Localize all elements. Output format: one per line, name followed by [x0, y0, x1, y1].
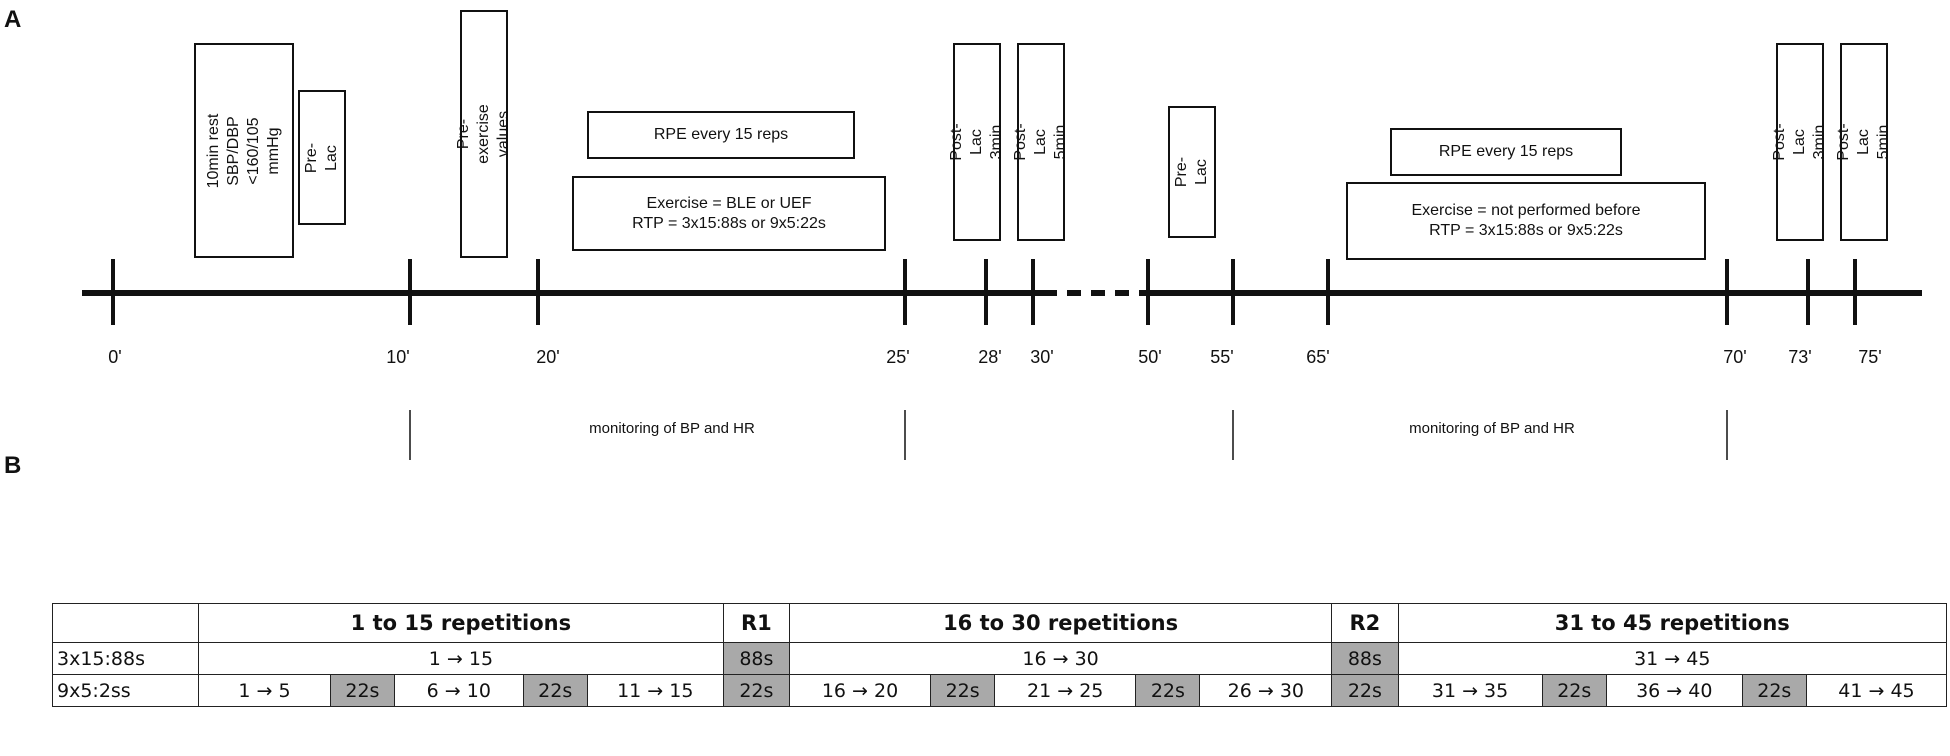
row2-rest-cell: 22s — [722, 674, 791, 707]
table-row-9x5: 9x5:2ss 1 → 5 22s 6 → 10 22s 11 → 15 22s… — [51, 674, 1948, 707]
pre-lac-text-1: Pre-Lac — [303, 142, 340, 173]
rest-box-text: 10min rest SBP/DBP <160/105 mmHg — [205, 113, 282, 188]
row2-rest-cell: 22s — [1541, 674, 1607, 707]
time-label: 70' — [1723, 347, 1747, 367]
row2-cell: 26 → 30 — [1199, 674, 1333, 707]
post-lac-3min-box-2: Post-Lac 3min — [1771, 43, 1828, 241]
row2-rest-cell: 22s — [1741, 674, 1807, 707]
monitoring-label-1: monitoring of BP and HR — [589, 420, 755, 437]
row2-cell: 31 → 35 — [1397, 674, 1543, 707]
row2-rest-cell: 22s — [329, 674, 396, 707]
row2-rest-cell: 22s — [1331, 674, 1399, 707]
time-label: 65' — [1306, 347, 1330, 367]
row1-block-1: 1 → 15 — [198, 642, 724, 675]
exercise-box-1: Exercise = BLE or UEF RTP = 3x15:88s or … — [572, 176, 886, 251]
row2-cell: 21 → 25 — [994, 674, 1137, 707]
time-label: 73' — [1788, 347, 1812, 367]
row2-cell: 11 → 15 — [586, 674, 724, 707]
time-label: 25' — [886, 347, 910, 367]
timeline-ticks — [111, 259, 1857, 325]
time-label: 75' — [1858, 347, 1882, 367]
panel-a-letter: A — [4, 6, 22, 33]
header-rest-2: R2 — [1331, 603, 1399, 643]
row-label-9x5: 9x5:2ss — [51, 674, 200, 707]
timeline-diagram — [82, 259, 1922, 460]
pre-exercise-text: Pre-exercise values — [455, 104, 513, 164]
row2-cell: 1 → 5 — [198, 674, 331, 707]
time-label: 55' — [1210, 347, 1234, 367]
header-group-1: 1 to 15 repetitions — [198, 603, 724, 643]
time-label: 10' — [386, 347, 410, 367]
row2-cell: 6 → 10 — [394, 674, 524, 707]
time-label: 28' — [978, 347, 1002, 367]
header-group-2: 16 to 30 repetitions — [789, 603, 1333, 643]
header-rest-1: R1 — [722, 603, 791, 643]
post-lac-5min-text-2: Post-Lac 5min — [1835, 123, 1892, 161]
row1-block-2: 16 → 30 — [789, 642, 1333, 675]
table-row-3x15: 3x15:88s 1 → 15 88s 16 → 30 88s 31 → 45 — [51, 642, 1948, 675]
repetitions-table: 1 to 15 repetitions R1 16 to 30 repetiti… — [51, 603, 1948, 707]
rpe-box-1: RPE every 15 reps — [587, 111, 855, 159]
rpe-box-2: RPE every 15 reps — [1390, 128, 1622, 176]
row2-cell: 36 → 40 — [1605, 674, 1743, 707]
table-header-row: 1 to 15 repetitions R1 16 to 30 repetiti… — [51, 603, 1948, 643]
row2-rest-cell: 22s — [929, 674, 996, 707]
time-label: 30' — [1030, 347, 1054, 367]
time-label: 20' — [536, 347, 560, 367]
row2-cell: 41 → 45 — [1805, 674, 1948, 707]
pre-lac-box-1: Pre-Lac — [298, 90, 346, 225]
post-lac-5min-box-2: Post-Lac 5min — [1835, 43, 1892, 241]
row1-block-3: 31 → 45 — [1397, 642, 1948, 675]
pre-exercise-box: Pre-exercise values — [455, 10, 512, 258]
exercise-box-2: Exercise = not performed before RTP = 3x… — [1346, 182, 1706, 260]
table-corner-cell — [51, 603, 200, 643]
post-lac-3min-box-1: Post-Lac 3min — [948, 43, 1005, 241]
row2-rest-cell: 22s — [522, 674, 588, 707]
row1-rest-2: 88s — [1331, 642, 1399, 675]
time-label: 50' — [1138, 347, 1162, 367]
panel-b-letter: B — [4, 452, 22, 479]
post-lac-5min-text-1: Post-Lac 5min — [1012, 123, 1069, 161]
monitoring-bracket-2 — [1232, 410, 1728, 460]
header-group-3: 31 to 45 repetitions — [1397, 603, 1948, 643]
post-lac-3min-text-1: Post-Lac 3min — [948, 123, 1005, 161]
post-lac-5min-box-1: Post-Lac 5min — [1012, 43, 1069, 241]
monitoring-bracket-1 — [409, 410, 906, 460]
pre-lac-box-2: Pre-Lac — [1168, 106, 1216, 238]
post-lac-3min-text-2: Post-Lac 3min — [1771, 123, 1828, 161]
pre-lac-text-2: Pre-Lac — [1173, 156, 1210, 188]
row-label-3x15: 3x15:88s — [51, 642, 200, 675]
row2-cell: 16 → 20 — [789, 674, 931, 707]
time-label: 0' — [108, 347, 122, 367]
row1-rest-1: 88s — [722, 642, 791, 675]
rest-box: 10min rest SBP/DBP <160/105 mmHg — [194, 43, 294, 258]
monitoring-label-2: monitoring of BP and HR — [1409, 420, 1575, 437]
row2-rest-cell: 22s — [1135, 674, 1201, 707]
